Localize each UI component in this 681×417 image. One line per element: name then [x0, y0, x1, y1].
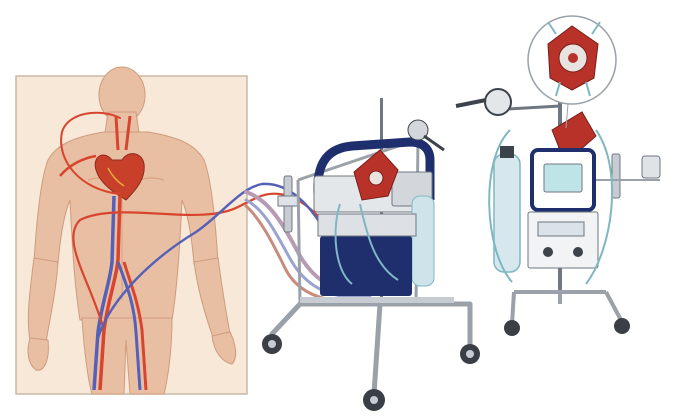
tower-display-strip	[538, 222, 584, 236]
console-base-unit	[320, 236, 412, 296]
wheel-2-hub	[466, 350, 474, 358]
flowmeter-knob	[278, 196, 298, 206]
tower-base-legs	[512, 292, 622, 324]
tower-monitor-screen	[544, 164, 582, 192]
tower-flowmeter-left	[612, 154, 620, 198]
cart-base-legs	[272, 304, 470, 394]
patient-anatomy-panel	[16, 67, 247, 394]
ecmo-device-tower	[456, 74, 660, 336]
oxygenator-detail-callout	[528, 16, 616, 128]
oxygenator-port	[369, 171, 383, 185]
tower-control-box	[528, 212, 598, 268]
tower-pump-handle	[456, 100, 486, 106]
tower-wheel-2	[614, 318, 630, 334]
tower-knob-2	[573, 247, 583, 257]
wheel-1-hub	[268, 340, 276, 348]
gas-cylinder-console	[412, 196, 434, 286]
tower-knob-1	[543, 247, 553, 257]
ecmo-console-cart	[262, 98, 480, 411]
tower-gauge-right	[642, 156, 660, 178]
cylinder-valve	[500, 146, 514, 158]
wheel-3-hub	[370, 396, 378, 404]
tower-wheel-1	[504, 320, 520, 336]
tower-pump-head	[485, 89, 511, 115]
callout-oxygenator-port	[568, 53, 578, 63]
